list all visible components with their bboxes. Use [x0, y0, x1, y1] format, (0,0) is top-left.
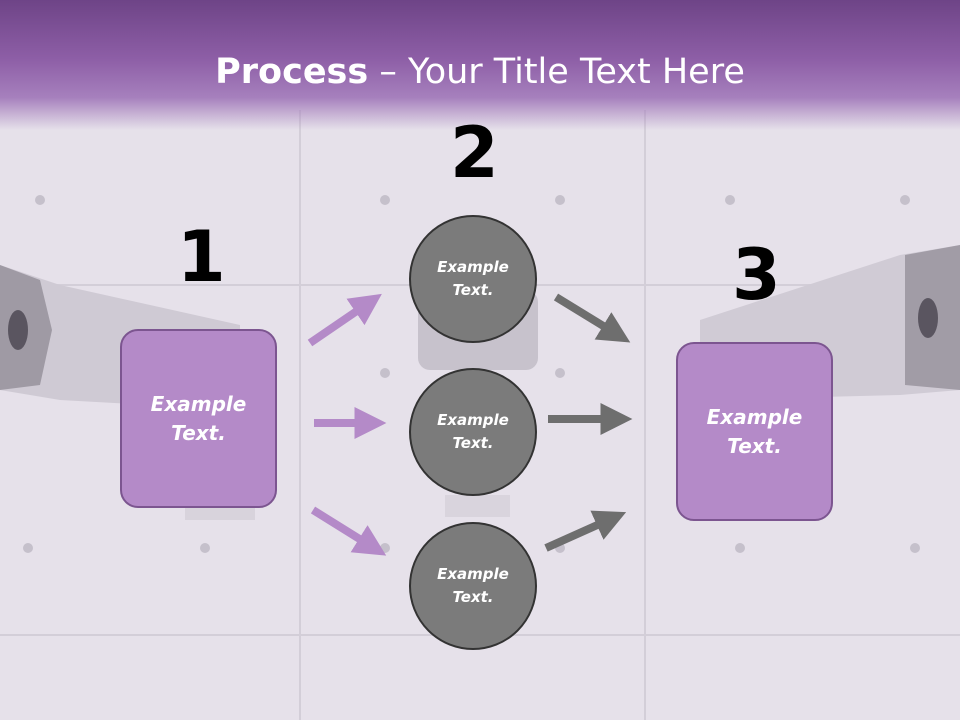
step-number-3: 3 — [732, 234, 781, 316]
title-bold: Process — [215, 52, 369, 92]
arrow-left-down — [310, 506, 387, 556]
title-rest: – Your Title Text Here — [368, 52, 745, 92]
step-1-box: Example Text. — [120, 329, 277, 508]
step-2-circle-top: Example Text. — [409, 215, 537, 343]
step-2-circle-top-text: Example Text. — [437, 258, 509, 299]
step-3-box: Example Text. — [676, 342, 833, 521]
arrow-right-down — [553, 293, 631, 343]
step-number-2: 2 — [450, 112, 499, 194]
arrow-right-up — [544, 510, 627, 552]
step-number-1: 1 — [177, 216, 226, 298]
title-band — [0, 0, 960, 130]
step-3-text: Example Text. — [706, 404, 803, 458]
step-2-circle-middle-text: Example Text. — [437, 411, 509, 452]
slide-title: Process – Your Title Text Here — [0, 52, 960, 92]
step-2-circle-middle: Example Text. — [409, 368, 537, 496]
step-2-circle-bottom: Example Text. — [409, 522, 537, 650]
step-2-circle-bottom-text: Example Text. — [437, 565, 509, 606]
step-1-text: Example Text. — [150, 391, 247, 445]
arrow-left-up — [307, 293, 382, 347]
